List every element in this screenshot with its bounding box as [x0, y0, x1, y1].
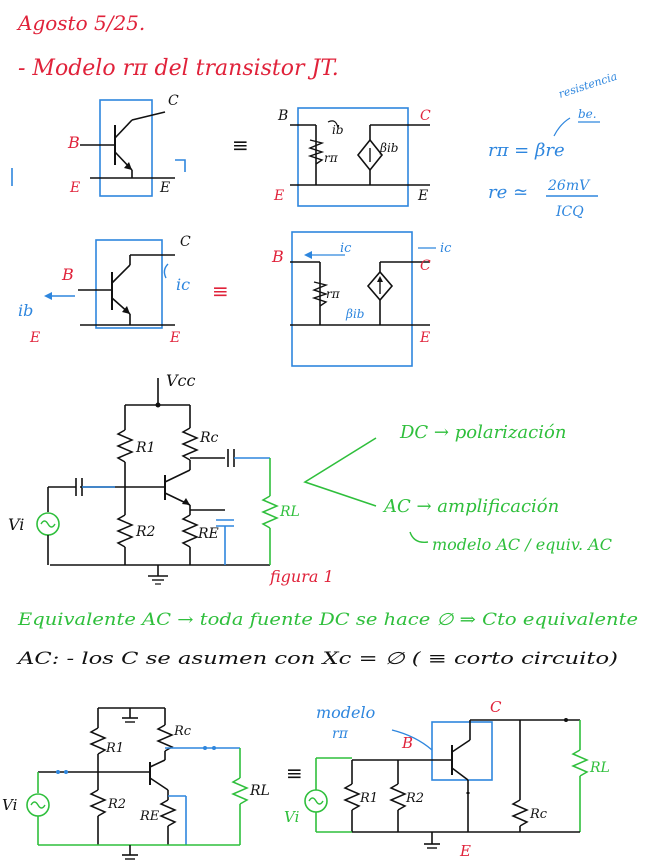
label-vcc: Vcc	[166, 371, 196, 390]
label-e-2-model: E	[419, 330, 430, 346]
label-e-1-model-a: E	[273, 188, 284, 204]
label-r1-br: R1	[359, 791, 378, 806]
note-resistencia: resistencia	[557, 70, 619, 101]
label-c-2-model: C	[420, 258, 431, 274]
label-ib-1: ib	[332, 123, 344, 137]
label-r2-bl: R2	[107, 797, 126, 812]
branch-ac: AC → amplificación	[382, 496, 559, 517]
equiv-symbol-1: ≡	[232, 133, 249, 157]
label-r1-fig1: R1	[135, 440, 155, 456]
label-beta-ib-1: βib	[379, 141, 398, 155]
label-rl-bl: RL	[249, 783, 270, 799]
label-rc-br: Rc	[529, 807, 548, 822]
label-r2-br: R2	[405, 791, 424, 806]
note-re-denominator: ICQ	[555, 204, 584, 220]
caption-figura-1: figura 1	[269, 567, 334, 586]
label-e-1-model-b: E	[417, 188, 428, 204]
label-rpi-2: rπ	[326, 287, 341, 301]
model-equivalent-1	[290, 107, 430, 207]
label-re-fig1: RE	[197, 526, 219, 542]
bjt-symbol-1	[11, 99, 186, 197]
label-rl-fig1: RL	[279, 504, 300, 520]
label-b-br: B	[401, 734, 413, 752]
label-rpi-br: rπ	[332, 726, 349, 742]
label-rpi-1: rπ	[324, 151, 339, 165]
bjt-symbol-2	[44, 239, 175, 329]
label-e-2a: E	[29, 330, 40, 346]
label-ic-2-model-right: ic	[440, 241, 452, 256]
date-heading: Agosto 5/25.	[16, 11, 145, 35]
ac-text-line-2: AC: - los C se asumen con Xc = ∅ ( ≡ cor…	[15, 649, 618, 669]
label-c-br: C	[490, 698, 502, 716]
figure-1-circuit	[36, 378, 279, 585]
arrow-ac-model	[409, 531, 429, 543]
note-re-equation: re ≃	[488, 182, 528, 203]
label-c-1: C	[168, 93, 179, 109]
label-vi-fig1: Vi	[8, 515, 24, 534]
label-ic-2-model-left: ic	[340, 241, 352, 256]
label-modelo: modelo	[316, 703, 375, 722]
label-e-2b: E	[169, 330, 180, 346]
model-equivalent-2	[290, 231, 436, 367]
page-title: - Modelo rπ del transistor JT.	[18, 56, 339, 81]
branch-dc: DC → polarización	[399, 422, 566, 443]
label-b-1-model: B	[277, 108, 288, 124]
note-re-numerator: 26mV	[547, 178, 591, 194]
label-b-1: B	[67, 133, 80, 152]
equiv-symbol-3: ≡	[286, 761, 303, 785]
equiv-symbol-2: ≡	[212, 279, 229, 303]
ac-text-line-1: Equivalente AC → toda fuente DC se hace …	[17, 610, 638, 630]
label-re-bl: RE	[139, 809, 160, 824]
label-rl-br: RL	[589, 760, 610, 776]
label-beta-ib-2: βib	[345, 307, 364, 321]
label-e-1a: E	[69, 180, 80, 196]
note-rpi-equation: rπ = βre	[488, 140, 565, 161]
label-c-1-model: C	[420, 108, 431, 124]
label-c-2: C	[180, 234, 191, 250]
label-vi-bl: Vi	[2, 796, 18, 814]
label-b-2-model: B	[271, 247, 284, 266]
label-b-2: B	[61, 265, 74, 284]
label-ic-2: ic	[176, 275, 190, 294]
label-e-br: E	[459, 842, 471, 860]
ac-circuit-bottom-left	[26, 707, 249, 860]
label-vi-br: Vi	[284, 808, 300, 826]
note-be: be.	[578, 107, 597, 121]
label-r2-fig1: R2	[135, 524, 156, 540]
label-r1-bl: R1	[105, 741, 124, 756]
ac-circuit-bottom-right	[304, 718, 589, 849]
label-rc-fig1: Rc	[199, 430, 219, 446]
branch-lines	[303, 437, 377, 507]
label-rc-bl: Rc	[173, 724, 192, 739]
branch-ac-model: modelo AC / equiv. AC	[432, 535, 612, 554]
label-e-1b: E	[159, 180, 170, 196]
label-ib-2: ib	[18, 301, 33, 320]
